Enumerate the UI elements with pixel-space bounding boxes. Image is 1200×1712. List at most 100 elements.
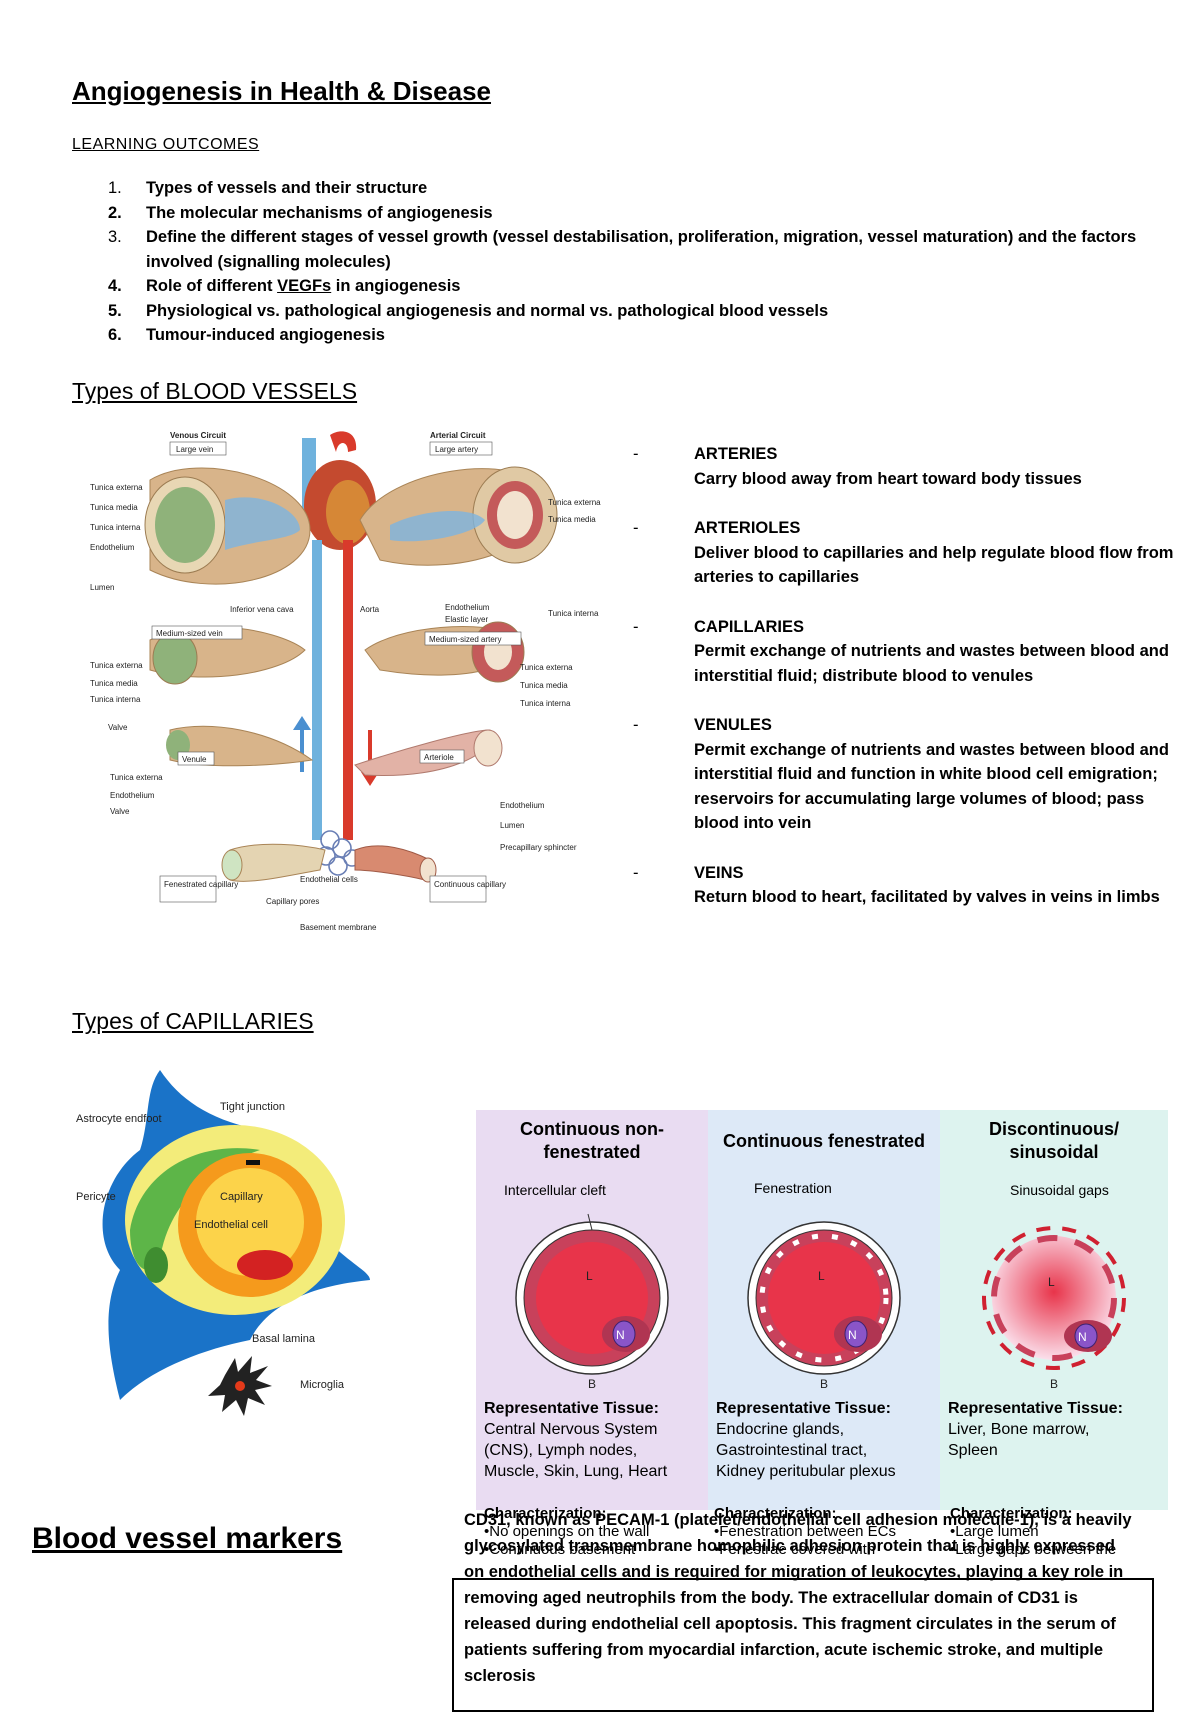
bbb-labels: Astrocyte endfoot Tight junction Pericyt…: [76, 1101, 345, 1391]
continuous-capillary-tube: [354, 845, 437, 883]
diagram-labels: Venous Circuit Large vein Arterial Circu…: [90, 431, 601, 932]
svg-text:Continuous capillary: Continuous capillary: [434, 880, 506, 889]
svg-text:Tunica externa: Tunica externa: [90, 483, 143, 492]
cd31-paragraph: CD31, known as PECAM-1 (platelet/endothe…: [464, 1511, 1132, 1685]
blood-vessels-heading: Types of BLOOD VESSELS: [72, 378, 358, 404]
svg-text:Tunica externa: Tunica externa: [90, 661, 143, 670]
blood-vessel-circuit-diagram: Venous Circuit Large vein Arterial Circu…: [90, 431, 601, 932]
aorta: [343, 540, 353, 840]
svg-text:Tunica interna: Tunica interna: [90, 523, 141, 532]
characterization-row: Characterization:•No openings on the wal…: [484, 1505, 1117, 1558]
large-artery-cross-section: [359, 466, 558, 566]
svg-text:Capillary: Capillary: [220, 1191, 263, 1203]
svg-text:Endothelium: Endothelium: [110, 791, 155, 800]
svg-text:Tunica media: Tunica media: [90, 503, 138, 512]
svg-text:Valve: Valve: [110, 807, 130, 816]
fenestrated-capillary-tube: [221, 843, 326, 882]
svg-text:Venous Circuit: Venous Circuit: [170, 431, 226, 440]
capillary-types-comparison: Continuous non-fenestrated Intercellular…: [476, 1110, 1168, 1510]
svg-text:Pericyte: Pericyte: [76, 1191, 116, 1203]
list-item: 6.Tumour-induced angiogenesis: [108, 326, 385, 344]
blood-vessel-definitions: - ARTERIES Carry blood away from heart t…: [633, 442, 1178, 935]
learning-outcomes-list: 1.Types of vessels and their structure 2…: [108, 176, 1148, 348]
column-continuous-fenestrated: Continuous fenestrated Fenestration N L …: [708, 1110, 940, 1510]
svg-text:B: B: [588, 1377, 596, 1390]
pericyte-shape: [130, 1148, 260, 1270]
list-item: - CAPILLARIES Permit exchange of nutrien…: [633, 617, 1169, 685]
svg-text:Tunica interna: Tunica interna: [520, 699, 571, 708]
red-blood-cell: [237, 1250, 293, 1280]
svg-text:Medium-sized vein: Medium-sized vein: [156, 629, 223, 638]
svg-text:Tunica media: Tunica media: [548, 515, 596, 524]
svg-text:Lumen: Lumen: [500, 821, 524, 830]
svg-text:B: B: [820, 1377, 828, 1390]
svg-text:L: L: [818, 1269, 825, 1283]
list-item: 4.Role of different VEGFs in angiogenesi…: [108, 277, 461, 295]
page-title: Angiogenesis in Health & Disease: [72, 76, 492, 106]
representative-tissue: Representative Tissue: Endocrine glands,…: [716, 1400, 896, 1480]
svg-text:Tight junction: Tight junction: [220, 1101, 285, 1113]
svg-text:Medium-sized artery: Medium-sized artery: [429, 635, 501, 644]
svg-text:Large vein: Large vein: [176, 445, 213, 454]
large-vein-cross-section: [144, 467, 311, 585]
svg-text:L: L: [586, 1269, 593, 1283]
column-title: Discontinuous/sinusoidal: [989, 1119, 1119, 1162]
column-discontinuous-sinusoidal: Discontinuous/sinusoidal Sinusoidal gaps…: [940, 1110, 1168, 1510]
vegfs-underlined: VEGFs: [277, 277, 332, 295]
list-item: 1.Types of vessels and their structure: [108, 179, 428, 197]
svg-text:Large artery: Large artery: [435, 445, 478, 454]
microglia-icon: [208, 1356, 272, 1416]
svg-text:Aorta: Aorta: [360, 605, 380, 614]
svg-text:Arteriole: Arteriole: [424, 753, 454, 762]
capillaries-heading: Types of CAPILLARIES: [72, 1008, 314, 1034]
svg-text:Tunica externa: Tunica externa: [520, 663, 573, 672]
column-title: Continuous non-fenestrated: [520, 1119, 664, 1162]
svg-text:Basal lamina: Basal lamina: [252, 1333, 316, 1345]
list-item: - VEINS Return blood to heart, facilitat…: [633, 863, 1160, 907]
svg-text:Endothelium: Endothelium: [90, 543, 135, 552]
list-item: 2.The molecular mechanisms of angiogenes…: [108, 203, 493, 222]
list-item: 3.Define the different stages of vessel …: [108, 228, 1137, 271]
svg-text:Tunica media: Tunica media: [520, 681, 568, 690]
svg-text:N: N: [1078, 1330, 1087, 1344]
arrow-up-icon: [293, 716, 311, 772]
inferior-vena-cava: [312, 540, 322, 840]
svg-text:Endothelial cells: Endothelial cells: [300, 875, 358, 884]
svg-text:B: B: [1050, 1377, 1058, 1390]
fenestrated-capillary-cross-section: N L B: [747, 1221, 901, 1390]
svg-text:Valve: Valve: [108, 723, 128, 732]
list-item: 5.Physiological vs. pathological angioge…: [108, 301, 829, 320]
svg-text:Fenestrated capillary: Fenestrated capillary: [164, 880, 238, 889]
column-title: Continuous fenestrated: [722, 1131, 925, 1151]
svg-text:Endothelium: Endothelium: [445, 603, 490, 612]
svg-text:Basement membrane: Basement membrane: [300, 923, 377, 932]
representative-tissue: Representative Tissue: Liver, Bone marro…: [948, 1400, 1123, 1459]
svg-text:Tunica externa: Tunica externa: [110, 773, 163, 782]
svg-text:Capillary pores: Capillary pores: [266, 897, 319, 906]
feature-label: Sinusoidal gaps: [1010, 1182, 1109, 1198]
svg-text:Endothelium: Endothelium: [500, 801, 545, 810]
svg-text:Tunica interna: Tunica interna: [548, 609, 599, 618]
medium-vein-cross-section: [149, 626, 306, 685]
svg-text:Elastic layer: Elastic layer: [445, 615, 488, 624]
feature-label: Intercellular cleft: [504, 1182, 606, 1198]
list-item: - ARTERIES Carry blood away from heart t…: [633, 445, 1082, 488]
column-continuous-non-fenestrated: Continuous non-fenestrated Intercellular…: [476, 1110, 708, 1510]
continuous-capillary-cross-section: N L B: [515, 1213, 669, 1390]
feature-label: Fenestration: [754, 1180, 832, 1196]
svg-text:Precapillary sphincter: Precapillary sphincter: [500, 843, 577, 852]
svg-text:Tunica externa: Tunica externa: [548, 498, 601, 507]
markers-heading: Blood vessel markers: [32, 1522, 343, 1555]
list-item: - ARTERIOLES Deliver blood to capillarie…: [633, 519, 1174, 586]
heart-icon: [302, 431, 376, 550]
tight-junction-marker: [246, 1160, 260, 1165]
svg-text:L: L: [1048, 1275, 1055, 1289]
svg-text:Inferior vena cava: Inferior vena cava: [230, 605, 294, 614]
svg-text:Tunica interna: Tunica interna: [90, 695, 141, 704]
svg-text:Astrocyte endfoot: Astrocyte endfoot: [76, 1113, 162, 1125]
svg-text:N: N: [616, 1328, 625, 1342]
list-item: - VENULES Permit exchange of nutrients a…: [633, 716, 1169, 832]
medium-artery-cross-section: [364, 621, 525, 683]
svg-text:Tunica media: Tunica media: [90, 679, 138, 688]
blood-brain-barrier-diagram: Astrocyte endfoot Tight junction Pericyt…: [76, 1070, 370, 1416]
